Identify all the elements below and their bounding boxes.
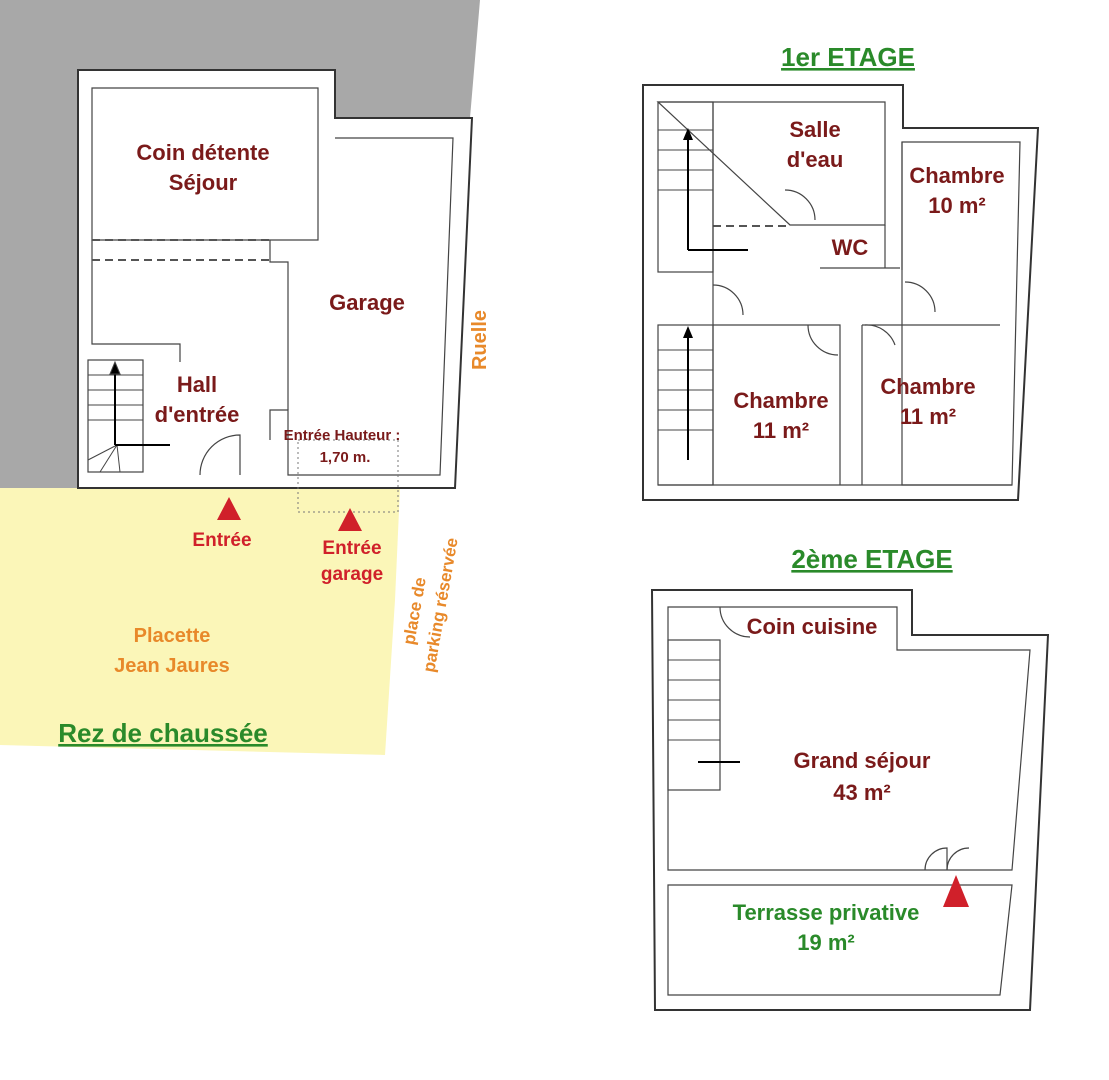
garage-entrance-marker-icon [338,508,362,531]
square-area [0,488,400,755]
ground-floor-plan: Coin détente Séjour Garage Hall d'entrée… [77,69,474,513]
room-label-hall-2: d'entrée [155,402,240,427]
room-label-wc: WC [832,235,869,260]
second-floor-plan: Coin cuisine Grand séjour 43 m² Terrasse… [650,589,1050,1011]
ground-floor-title: Rez de chaussée [58,718,268,748]
entrance-label: Entrée [192,530,251,551]
room-area-chambre-11a: 11 m² [753,418,809,443]
stair-arrow-icon [683,128,693,140]
room-label-chambre-11b: Chambre [880,374,975,399]
garage-entrance-label-2: garage [321,564,383,585]
room-label-salle-d-eau: Salle [789,117,840,142]
terrace-access-marker-icon [943,875,969,907]
room-label-grand-sejour: Grand séjour [794,748,931,773]
garage-height-value: 1,70 m. [320,449,371,466]
room-label-coin-detente: Coin détente [136,140,269,165]
room-label-terrasse: Terrasse privative [733,900,920,925]
first-floor-plan: Salle d'eau WC Chambre 10 m² Chambre 11 … [642,84,1040,501]
room-label-hall: Hall [177,372,217,397]
room-area-chambre-11b: 11 m² [900,404,956,429]
neighbour-area [0,0,480,488]
square-label-2: Jean Jaures [114,655,230,677]
room-label-coin-cuisine: Coin cuisine [747,614,878,639]
garage-entrance-label-1: Entrée [322,538,381,559]
room-label-garage: Garage [329,290,405,315]
garage-height-label: Entrée Hauteur : [284,427,401,444]
square-label-1: Placette [134,625,211,647]
staircase [87,360,170,473]
second-floor-title: 2ème ETAGE [791,544,952,574]
room-label-chambre-11a: Chambre [733,388,828,413]
room-area-terrasse: 19 m² [797,930,854,955]
street-label: Ruelle [469,310,491,370]
room-label-salle-d-eau-2: d'eau [787,147,844,172]
door-swing [199,434,241,476]
room-area-chambre-10: 10 m² [928,193,985,218]
room-label-chambre-10: Chambre [909,163,1004,188]
room-label-sejour: Séjour [169,170,238,195]
first-floor-title: 1er ETAGE [781,42,915,72]
entrance-marker-icon [217,497,241,520]
parking-label-2: parking réservée [419,536,461,673]
room-area-grand-sejour: 43 m² [833,780,890,805]
stair-arrow-icon [683,326,693,338]
